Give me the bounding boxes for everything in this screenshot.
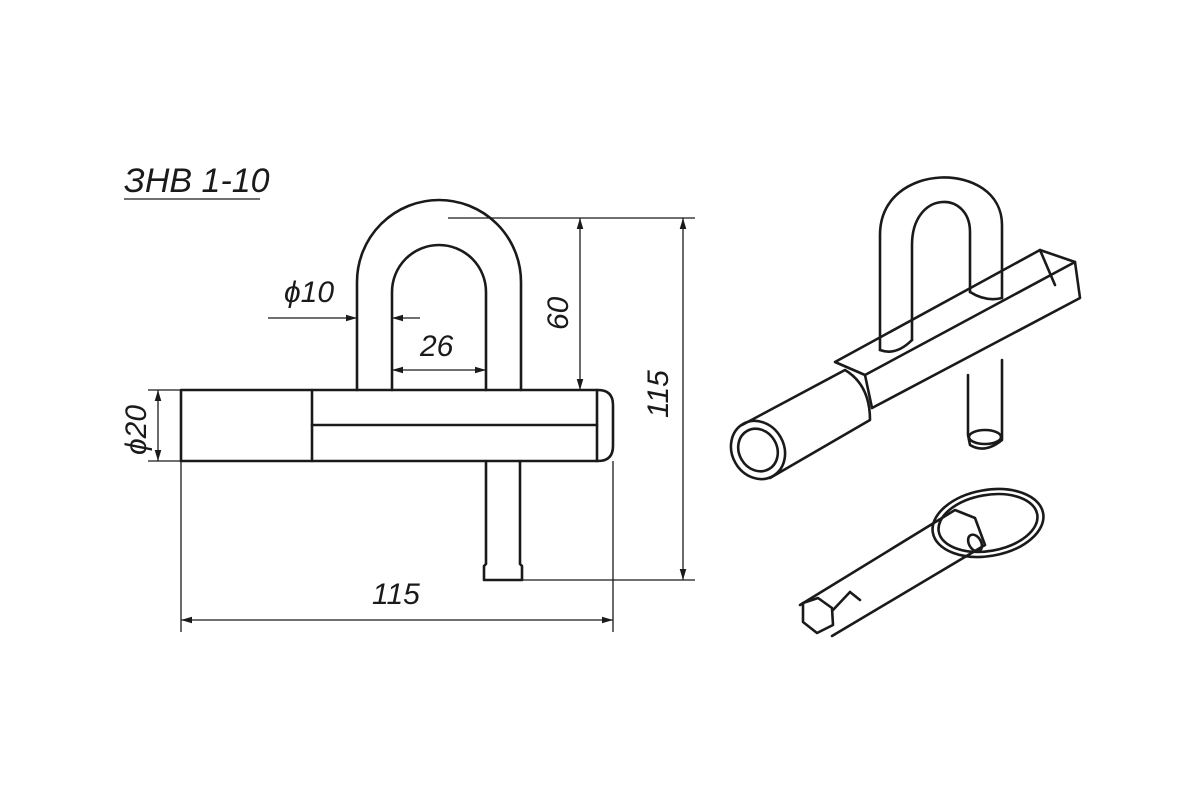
drawing-title: ЗНВ 1-10 [124,162,270,200]
iso-handle-inner [910,200,972,342]
dim-total-height-label: 115 [642,370,675,418]
iso-hex-bar [833,248,1082,410]
handle-outer-contour [355,198,523,392]
iso-tube-mouth [729,419,787,481]
iso-hex-end-edge [1038,248,1057,287]
lower-leg [482,459,524,582]
iso-leg-tip [967,428,1003,446]
dim-body-diameter-label: ϕ20 [120,405,153,455]
front-view [179,198,615,582]
title-block: ЗНВ 1-10 [124,162,270,200]
key-body [179,388,615,463]
iso-insert-slot-2 [848,590,862,602]
iso-insert-body [798,508,987,638]
iso-hex-edge [863,260,1077,377]
key-ring [931,487,1045,559]
dimensions: ϕ10 26 60 ϕ20 115 [120,217,695,632]
iso-handle-foot [878,338,914,353]
iso-handle-outer [878,176,1004,352]
dim-inner-width-label: 26 [419,330,454,363]
iso-insert-hex-end [801,596,835,635]
iso-tube-bore [736,427,780,473]
dim-inner-width: 26 [392,330,486,374]
dim-total-length: 115 [180,461,614,632]
dim-body-diameter: ϕ20 [120,389,181,462]
iso-insert-slot [831,590,852,612]
isometric-key [729,176,1082,481]
iso-lower-leg [966,358,1004,450]
dim-total-length-label: 115 [372,578,420,611]
ring-eyelet [966,533,984,553]
dim-handle-height-label: 60 [542,296,575,330]
dim-rod-diameter: ϕ10 [268,276,420,322]
handle-inner-contour [390,243,488,392]
dim-total-height: 115 [522,217,695,581]
iso-handle-foot-2 [968,290,1004,301]
dim-rod-diameter-label: ϕ10 [284,276,334,309]
dim-handle-height: 60 [448,217,592,391]
iso-tube [740,368,872,480]
isometric-insert [798,487,1045,638]
key-ring-inner [937,492,1039,554]
